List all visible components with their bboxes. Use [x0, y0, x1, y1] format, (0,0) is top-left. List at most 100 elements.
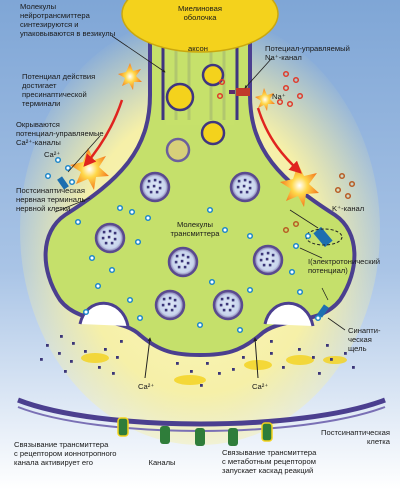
cleft-transmitter-molecule [318, 372, 321, 375]
transmitter-molecule [183, 265, 187, 269]
k-ions [282, 172, 356, 234]
transmitter-molecule [222, 308, 226, 312]
cleft-transmitter-molecule [344, 352, 347, 355]
transmitter-molecule [102, 230, 106, 234]
transmitter-molecule [173, 304, 177, 308]
transmitter-molecule [248, 186, 252, 190]
cleft-transmitter-molecule [270, 340, 273, 343]
ca-arrows [144, 337, 259, 379]
transmitter-molecule [146, 185, 150, 189]
transmitter-molecule [245, 190, 249, 194]
transmitter-molecule [108, 229, 112, 233]
transmitter-molecule [167, 302, 171, 306]
action-potential-stars [70, 63, 319, 207]
axon-vesicles [165, 63, 226, 163]
myelin-sheath [121, 0, 279, 53]
cleft-transmitter-molecule [98, 366, 101, 369]
transmitter-molecule [110, 241, 114, 245]
transmitter-molecule [186, 255, 190, 259]
na-ion-dot [218, 78, 226, 86]
transmitter-molecule [180, 259, 184, 263]
terminal-label: Постсинаптическая нервная терминаль нерв… [16, 186, 86, 213]
cleft-transmitter-molecule [298, 348, 301, 351]
cleft-transmitter-molecule [282, 366, 285, 369]
transmitter-molecule [158, 180, 162, 184]
transmitter-molecule [149, 190, 153, 194]
transmitter-molecule [158, 186, 162, 190]
postsynaptic-cell-label: Постсинаптическая клетка [321, 428, 390, 446]
transmitter-molecule [177, 265, 181, 269]
cleft-transmitter-molecule [176, 362, 179, 365]
myelin-label: Миелиновая оболочка [178, 4, 222, 22]
cleft-transmitter-molecule [40, 358, 43, 361]
transmitter-molecule [220, 297, 224, 301]
fusion-pockets [78, 301, 315, 327]
ca-ion-dot [314, 314, 322, 322]
ca-ion-dot [246, 232, 254, 240]
cleft-transmitter-molecule [46, 344, 49, 347]
transmitter-molecule [262, 263, 266, 267]
ca-ion-dot [208, 278, 216, 286]
ca-ion-dot [126, 296, 134, 304]
ionotropic-label: Связывание трансмиттера с рецептором ион… [14, 440, 117, 467]
ca-ion-dot [196, 321, 204, 329]
transmitter-molecule [242, 184, 246, 188]
k-ion-dot [338, 172, 346, 180]
cleft-transmitter-molecule [206, 362, 209, 365]
axon-label: аксон [188, 44, 208, 53]
ca-ion-left-label: Ca²⁺ [138, 382, 155, 391]
leader-lines [54, 35, 346, 331]
cleft-transmitter-molecule [60, 335, 63, 338]
ca-ion-dot [68, 178, 76, 186]
transmitter-molecule [248, 180, 252, 184]
transmitter-molecule [104, 241, 108, 245]
cleft-transmitter-molecule [72, 342, 75, 345]
transmitter-molecule [237, 179, 241, 183]
k-ion-dot [348, 180, 356, 188]
ca-ion-top-label: Ca²⁺ [44, 150, 61, 159]
cleft-transmitter-molecule [232, 368, 235, 371]
transmitter-molecule [231, 304, 235, 308]
receptor-channels [117, 417, 273, 446]
cleft-transmitter-molecule [84, 350, 87, 353]
cleft-transmitter-molecule [64, 370, 67, 373]
k-ion-dot [334, 186, 342, 194]
transmitter-molecule [147, 179, 151, 183]
transmitter-molecule [174, 260, 178, 264]
cleft-transmitter-molecule [190, 370, 193, 373]
ca-ion-dot [296, 288, 304, 296]
transmitter-molecule [266, 251, 270, 255]
na-ion-dot [296, 92, 304, 100]
na-ion-dot [276, 98, 284, 106]
transmitter-molecule [271, 259, 275, 263]
released-transmitter [81, 353, 347, 385]
transmitter-molecule [231, 298, 235, 302]
ca-ion-dot [144, 214, 152, 222]
transmitter-molecule [239, 190, 243, 194]
ca-ion-right-label: Ca²⁺ [252, 382, 269, 391]
transmitter-molecule [268, 263, 272, 267]
cleft-transmitter [40, 335, 355, 387]
transmitter-molecule [186, 261, 190, 265]
na-ion-dot [282, 70, 290, 78]
transmitter-molecule [153, 178, 157, 182]
cleft-transmitter-molecule [70, 360, 73, 363]
k-ion-dot [292, 220, 300, 228]
transmitter-molecule [113, 231, 117, 235]
cleft-transmitter-molecule [58, 352, 61, 355]
na-channel-label: Потециал-управляемый Na⁺-канал [265, 44, 350, 62]
transmitter-molecule [113, 237, 117, 241]
transmitter-molecule [161, 303, 165, 307]
cleft-transmitter-molecule [120, 340, 123, 343]
transmitter-molecule [107, 235, 111, 239]
ca-ion-dot [292, 242, 300, 250]
transmitter-molecule [265, 257, 269, 261]
vesicle-contents [101, 178, 275, 312]
synthesis-label: Молекулы нейротрансмиттера синтезируются… [20, 2, 116, 38]
cleft-transmitter-molecule [352, 366, 355, 369]
ca-ion-dot [288, 268, 296, 276]
cleft-transmitter-molecule [270, 352, 273, 355]
cleft-label: Синапти- ческая щель [348, 326, 381, 353]
ca-ion-dot [54, 156, 62, 164]
